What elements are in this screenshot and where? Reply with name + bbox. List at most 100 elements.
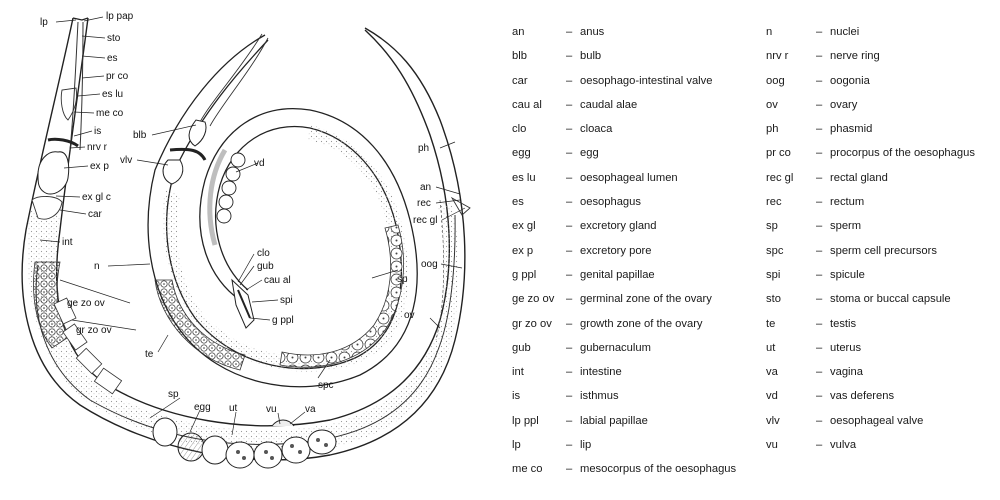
legend-description: testis (830, 317, 857, 330)
label-egg: egg (194, 402, 211, 413)
legend-description: caudal alae (580, 98, 638, 111)
label-an: an (420, 182, 431, 193)
legend-description: growth zone of the ovary (580, 317, 703, 330)
legend-description: isthmus (580, 390, 619, 403)
legend-dash: – (816, 220, 823, 233)
label-n: n (94, 261, 100, 272)
label-nrv-r: nrv r (87, 142, 108, 153)
legend-abbreviation: pr co (766, 147, 791, 160)
label-g-ppl: g ppl (272, 315, 294, 326)
label-lp: lp (40, 17, 48, 28)
label-vu: vu (266, 404, 277, 415)
legend-abbreviation: spi (766, 268, 781, 281)
label-va: va (305, 404, 316, 415)
legend-description: uterus (830, 341, 862, 354)
label-es: es (107, 53, 118, 64)
legend-dash: – (816, 439, 823, 452)
label-cau-al: cau al (264, 275, 291, 286)
legend-abbreviation: me co (512, 463, 543, 476)
legend-abbreviation: oog (766, 74, 785, 87)
label-sp-female: sp (168, 389, 179, 400)
label-ut: ut (229, 403, 238, 414)
label-rec: rec (417, 198, 431, 209)
label-clo: clo (257, 248, 270, 259)
legend-dash: – (566, 390, 573, 403)
label-gub: gub (257, 261, 274, 272)
legend-dash: – (816, 50, 823, 63)
label-spi: spi (280, 295, 293, 306)
legend-abbreviation: ex gl (512, 220, 536, 233)
legend-abbreviation: ph (766, 123, 779, 136)
label-oog: oog (421, 259, 438, 270)
legend-abbreviation: es lu (512, 171, 536, 184)
legend-abbreviation: spc (766, 244, 784, 257)
nematode-illustration: lp lp pap sto es pr co es lu me co is nr… (21, 11, 471, 469)
label-te: te (145, 349, 154, 360)
legend-dash: – (816, 268, 823, 281)
legend-dash: – (566, 26, 573, 38)
legend-dash: – (816, 293, 823, 306)
legend-abbreviation: int (512, 366, 524, 379)
legend-dash: – (816, 26, 823, 38)
legend-description: vas deferens (830, 390, 895, 403)
legend-abbreviation: vlv (766, 414, 780, 427)
label-ov: ov (404, 310, 415, 321)
legend-abbreviation: lp (512, 439, 521, 452)
legend-dash: – (816, 123, 823, 136)
female-worm (21, 17, 471, 469)
label-vd: vd (254, 158, 265, 169)
legend-dash: – (816, 414, 823, 427)
legend-abbreviation: an (512, 26, 525, 38)
legend-description: germinal zone of the ovary (580, 293, 712, 306)
legend-description: sperm cell precursors (830, 244, 937, 257)
legend-description: cloaca (580, 123, 613, 136)
label-int: int (62, 237, 73, 248)
legend-dash: – (816, 366, 823, 379)
legend-dash: – (566, 414, 573, 427)
legend-abbreviation: is (512, 390, 521, 403)
label-vlv: vlv (120, 155, 132, 166)
legend-dash: – (566, 244, 573, 257)
legend-abbreviation: nrv r (766, 50, 789, 63)
legend-description: ovary (830, 98, 858, 111)
label-pr-co: pr co (106, 71, 129, 82)
legend-description: rectum (830, 196, 865, 209)
legend-dash: – (566, 317, 573, 330)
legend-description: oesophageal valve (830, 414, 924, 427)
label-spc: spc (318, 380, 334, 391)
legend-dash: – (566, 463, 573, 476)
legend-dash: – (566, 439, 573, 452)
label-car: car (88, 209, 103, 220)
legend-dash: – (566, 196, 573, 209)
legend-abbreviation: gub (512, 341, 531, 354)
legend-description: vulva (830, 439, 857, 452)
legend-description: nuclei (830, 26, 860, 38)
label-lp-pap: lp pap (106, 11, 134, 22)
legend-description: procorpus of the oesophagus (830, 147, 975, 160)
legend-abbreviation: vd (766, 390, 778, 403)
legend-dash: – (566, 98, 573, 111)
male-worm (147, 33, 418, 388)
legend-description: bulb (580, 50, 602, 63)
legend-abbreviation: sto (766, 293, 781, 306)
legend-dash: – (816, 98, 823, 111)
legend-abbreviation: es (512, 196, 524, 209)
legend-description: anus (580, 26, 605, 38)
label-rec-gl: rec gl (413, 215, 437, 226)
label-blb: blb (133, 130, 147, 141)
legend-dash: – (816, 341, 823, 354)
legend-dash: – (816, 74, 823, 87)
legend-dash: – (566, 171, 573, 184)
legend-abbreviation: vu (766, 439, 778, 452)
label-sp-male: sp (397, 274, 408, 285)
leader-lines (39, 16, 466, 436)
label-gr-zo-ov: gr zo ov (76, 325, 112, 336)
legend-abbreviation: g ppl (512, 268, 537, 281)
legend-description: oesophageal lumen (580, 171, 678, 184)
legend-description: phasmid (830, 123, 873, 136)
legend-description: vagina (830, 366, 863, 379)
label-sto: sto (107, 33, 121, 44)
legend-dash: – (816, 244, 823, 257)
legend-abbreviation: ut (766, 341, 776, 354)
legend-description: nerve ring (830, 50, 880, 63)
